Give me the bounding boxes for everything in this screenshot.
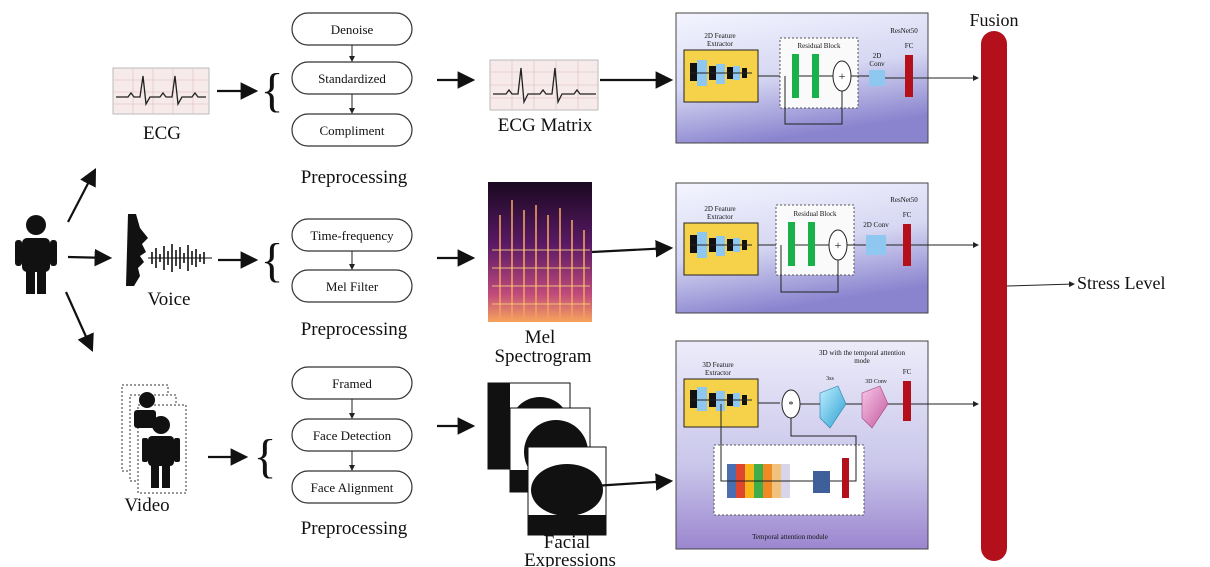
step-face-alignment — [291, 470, 413, 504]
voice-conv-block — [866, 235, 886, 255]
voice-add-symbol: + — [835, 238, 842, 252]
video-multiply-symbol: * — [789, 400, 794, 411]
facial-label-2: Expressions — [524, 550, 616, 567]
video-3d-block-cyan — [819, 385, 847, 429]
voice-residual-label: Residual Block — [794, 210, 837, 218]
video-title-2: mode — [854, 357, 870, 365]
voice-model-label: ResNet50 — [890, 196, 918, 204]
temporal-module-label: Temporal attention module — [752, 533, 828, 541]
ecg-matrix-label: ECG Matrix — [498, 115, 593, 136]
preprocessing-label-ecg: Preprocessing — [301, 167, 408, 188]
step-denoise-label: Denoise — [331, 22, 374, 37]
mel-label-2: Spectrogram — [494, 346, 591, 367]
step-standardized-label: Standardized — [318, 71, 386, 86]
person-icon — [15, 215, 57, 294]
voice-resnet-panel: 2D Feature Extractor Residual Block + Re… — [675, 182, 929, 314]
arrow-to-video-panel — [577, 473, 674, 491]
preprocessing-label-video: Preprocessing — [301, 518, 408, 539]
voice-fc-block — [903, 224, 911, 266]
ecg-extractor-label-2: Extractor — [707, 40, 734, 48]
ecg-thumbnail — [112, 67, 210, 115]
step-time-frequency-label: Time-frequency — [310, 228, 394, 243]
preprocessing-label-voice: Preprocessing — [301, 319, 408, 340]
mel-label-1: Mel — [525, 327, 556, 348]
arrow-to-ecg — [67, 168, 97, 223]
facial-label-1: Facial — [544, 532, 590, 553]
facial-expression-frames — [487, 382, 607, 536]
stress-level-label: Stress Level — [1077, 273, 1165, 293]
step-compliment — [291, 113, 413, 147]
video-label: Video — [124, 495, 169, 516]
ecg-model-label: ResNet50 — [890, 27, 918, 35]
fusion-label: Fusion — [969, 10, 1018, 30]
temporal-linear-block — [813, 471, 830, 493]
temporal-fc-block — [842, 458, 849, 498]
brace-ecg: { — [260, 64, 283, 117]
ecg-resnet-panel: 2D Feature Extractor Residual Block + Re… — [675, 12, 929, 144]
video-fc-block — [903, 381, 911, 421]
ecg-extractor-label-1: 2D Feature — [704, 32, 735, 40]
arrow-to-video — [64, 291, 94, 353]
video-op-label: 3ss — [826, 376, 834, 382]
step-face-detection-label: Face Detection — [313, 428, 392, 443]
ecg-fc-label: FC — [905, 42, 914, 50]
voice-conv-label: 2D Conv — [863, 221, 889, 229]
voice-fc-label: FC — [903, 211, 912, 219]
voice-face-icon — [126, 214, 148, 286]
ecg-fc-block — [905, 55, 913, 97]
fusion-to-output — [1006, 281, 1075, 288]
voice-extractor-label-1: 2D Feature — [704, 205, 735, 213]
step-compliment-label: Compliment — [320, 123, 385, 138]
ecg-add-symbol: + — [839, 69, 846, 83]
video-extractor-label-1: 3D Feature — [702, 361, 733, 369]
mel-spectrogram-image — [488, 182, 592, 322]
voice-extractor-label-2: Extractor — [707, 213, 734, 221]
step-mel-filter — [291, 269, 413, 303]
ecg-conv-label-1: 2D — [873, 52, 882, 60]
ecg-matrix-thumbnail — [489, 59, 599, 111]
arrow-to-voice — [67, 248, 113, 267]
brace-video: { — [253, 430, 276, 483]
video-title-1: 3D with the temporal attention — [819, 349, 905, 357]
step-framed-label: Framed — [332, 376, 372, 391]
video-fc-label: FC — [903, 368, 912, 376]
voice-waveform — [148, 244, 212, 272]
fusion-bar — [981, 31, 1007, 561]
video-conv-label: 3D Conv — [865, 379, 887, 385]
ecg-conv-label-2: Conv — [869, 60, 885, 68]
arrow-to-voice-panel — [591, 239, 674, 258]
step-face-alignment-label: Face Alignment — [311, 480, 394, 495]
voice-label: Voice — [148, 289, 191, 310]
ecg-residual-label: Residual Block — [798, 42, 841, 50]
video-3d-conv-block — [861, 385, 889, 429]
step-mel-filter-label: Mel Filter — [326, 279, 379, 294]
video-3d-panel: 3D Feature Extractor 3D with the tempora… — [675, 340, 929, 550]
video-extractor-label-2: Extractor — [705, 369, 732, 377]
ecg-conv-block — [869, 70, 885, 86]
brace-voice: { — [260, 234, 283, 287]
ecg-label: ECG — [143, 123, 181, 144]
video-frames-icon — [121, 384, 187, 494]
